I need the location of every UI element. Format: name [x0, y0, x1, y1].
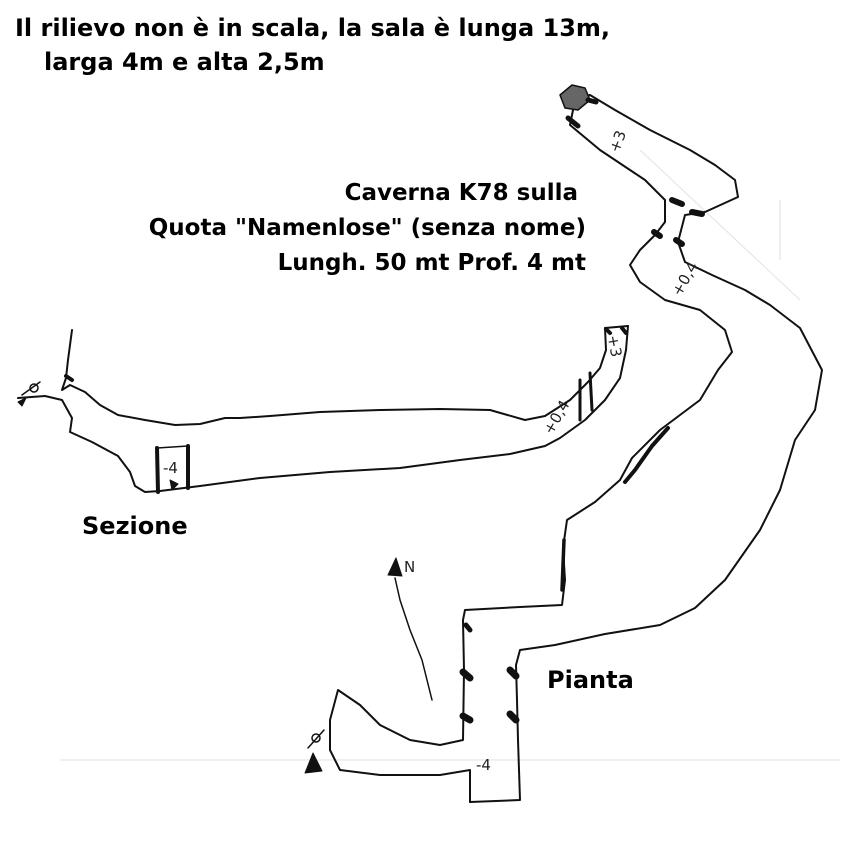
section-label: Sezione: [82, 512, 188, 540]
plan-outline: [304, 84, 823, 803]
scale-note-line1: Il rilievo non è in scala, la sala è lun…: [15, 14, 611, 42]
plan-depth-plus3: +3: [606, 128, 630, 155]
plan-depth-plus04: +0,4: [668, 259, 702, 300]
north-label: N: [404, 558, 415, 576]
survey-title-line2: Quota "Namenlose" (senza nome): [148, 215, 586, 241]
plan-depth-minus4: -4: [476, 756, 491, 774]
section-profile: [17, 325, 629, 494]
section-depth-minus4: -4: [163, 459, 178, 477]
plan-label: Pianta: [547, 666, 634, 694]
survey-title-line3: Lungh. 50 mt Prof. 4 mt: [277, 250, 586, 276]
survey-title-line1: Caverna K78 sulla: [344, 180, 578, 206]
section-depth-plus3: +3: [604, 334, 626, 359]
scale-note-line2: larga 4m e alta 2,5m: [44, 48, 325, 76]
paper-fold-lines: [60, 149, 840, 761]
